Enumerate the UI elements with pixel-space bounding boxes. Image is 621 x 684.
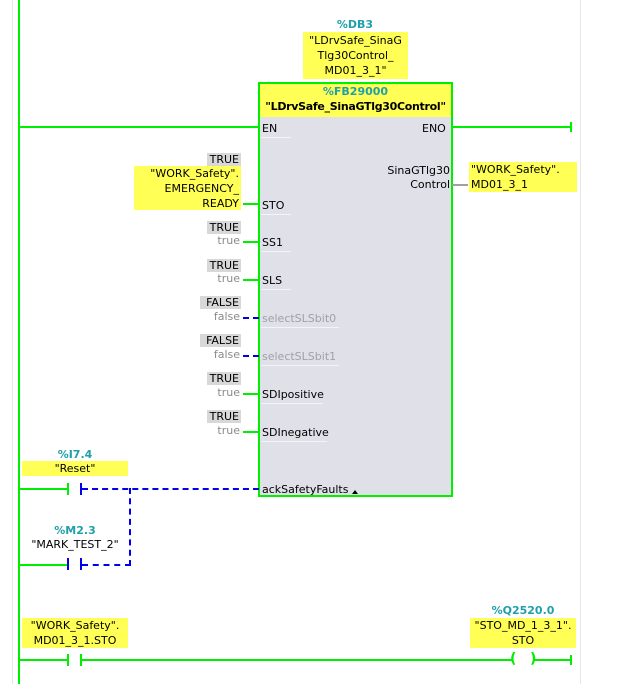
eno-power-line [452,126,572,128]
pin-en: EN [262,122,278,135]
instance-db-name-line: MD01_3_1" [324,64,387,77]
coil-line-end [570,655,572,665]
monitor-value-sdinegative: TRUE [207,410,241,423]
instance-db-address: %DB3 [336,18,374,31]
eno-line-end [570,122,572,132]
left-power-rail [18,0,20,684]
monitor-value-sls: TRUE [207,259,241,272]
operand-sto-line: "WORK_Safety". [150,167,239,180]
operand-sto-line: READY [202,197,239,210]
network2-power-line-mid [80,659,512,661]
output-operand-line: "WORK_Safety". [471,163,560,176]
network2-contact-operand-line: MD01_3_1.STO [33,634,117,647]
reset-power-line [18,488,68,490]
reset-output-line [82,488,259,490]
network2-contact-operand[interactable]: "WORK_Safety". MD01_3_1.STO [22,618,128,648]
monitor-value-sto: TRUE [207,153,241,166]
output-operand[interactable]: "WORK_Safety". MD01_3_1 [469,162,577,192]
pin-acksafetyfaults: ackSafetyFaults [262,483,349,496]
value-selectslsbit0[interactable]: false [213,310,240,323]
monitor-value-selectslsbit0: FALSE [200,296,241,309]
pin-ss1: SS1 [262,236,283,249]
editor-gutter-line [12,0,13,684]
coil-operand[interactable]: "STO_MD_1_3_1". STO [470,618,576,648]
contact-reset-right-bar[interactable] [80,483,82,495]
monitor-value-ss1: TRUE [207,221,241,234]
pin-underline [261,251,291,252]
sls-power-line [243,279,259,281]
ss1-power-line [243,241,259,243]
pin-sls: SLS [262,274,283,287]
value-sls[interactable]: true [217,272,240,285]
coil-operand-line: "STO_MD_1_3_1". [474,619,572,632]
value-sdipositive[interactable]: true [217,386,240,399]
value-sdinegative[interactable]: true [217,424,240,437]
editor-right-edge [580,0,581,684]
en-power-line [18,126,259,128]
value-selectslsbit1[interactable]: false [213,348,240,361]
output-operand-line: MD01_3_1 [471,178,528,191]
network2-contact-operand-line: "WORK_Safety". [30,619,120,632]
block-name: "LDrvSafe_SinaGTlg30Control" [265,100,446,113]
mark-test-2-output-line [82,564,131,566]
contact-reset-address: %I7.4 [57,448,93,461]
pin-sdipositive: SDIpositive [262,388,324,401]
pin-output-label-line: SinaGTlg30 [387,164,450,177]
pin-output-label-line: Control [410,178,450,191]
pin-underline [261,214,291,215]
coil-operand-line: STO [511,634,535,647]
contact-mark-test-2-left-bar[interactable] [67,558,69,570]
pin-sdinegative: SDInegative [262,426,329,439]
monitor-value-selectslsbit1: FALSE [200,334,241,347]
pin-sto: STO [262,199,285,212]
sto-power-line [243,203,259,205]
operand-sto[interactable]: "WORK_Safety". EMERGENCY_ READY [134,166,241,210]
block-header: %FB29000 "LDrvSafe_SinaGTlg30Control" [260,84,451,117]
pin-underline [261,137,291,138]
coil-white-gap [515,658,531,662]
contact-reset-operand[interactable]: "Reset" [22,461,128,476]
network2-power-line-left [18,659,68,661]
pin-underline [261,441,327,442]
operand-sto-line: EMERGENCY_ [164,182,239,195]
pin-selectslsbit0: selectSLSbit0 [262,312,337,325]
selectslsbit1-line [243,355,259,357]
output-connection-line [452,184,468,186]
network2-power-line-right [533,659,572,661]
contact-reset-left-bar[interactable] [67,483,69,495]
contact-mark-test-2-operand[interactable]: "MARK_TEST_2" [31,538,119,551]
instance-db-name[interactable]: "LDrvSafe_SinaG Tlg30Control_ MD01_3_1" [303,32,408,79]
block-address: %FB29000 [322,85,389,98]
mark-test-2-power-line [18,564,68,566]
pin-underline [261,327,339,328]
coil-address: %Q2520.0 [491,604,555,617]
monitor-value-sdipositive: TRUE [207,372,241,385]
pin-underline [261,403,323,404]
value-ss1[interactable]: true [217,234,240,247]
selectslsbit0-line [243,317,259,319]
network2-contact-left-bar[interactable] [67,654,69,666]
pin-selectslsbit1: selectSLSbit1 [262,350,337,363]
pin-underline [261,365,339,366]
pin-output-sinagtlg30control: SinaGTlg30 Control [380,164,450,192]
or-branch-line [129,488,131,566]
triangle-up-icon[interactable] [352,490,358,494]
sdipositive-power-line [243,393,259,395]
contact-mark-test-2-right-bar[interactable] [80,558,82,570]
sdinegative-power-line [243,431,259,433]
pin-eno: ENO [422,122,446,135]
instance-db-name-line: Tlg30Control_ [317,49,394,62]
pin-underline [261,289,291,290]
instance-db-name-line: "LDrvSafe_SinaG [309,34,402,47]
contact-mark-test-2-address: %M2.3 [54,524,96,537]
